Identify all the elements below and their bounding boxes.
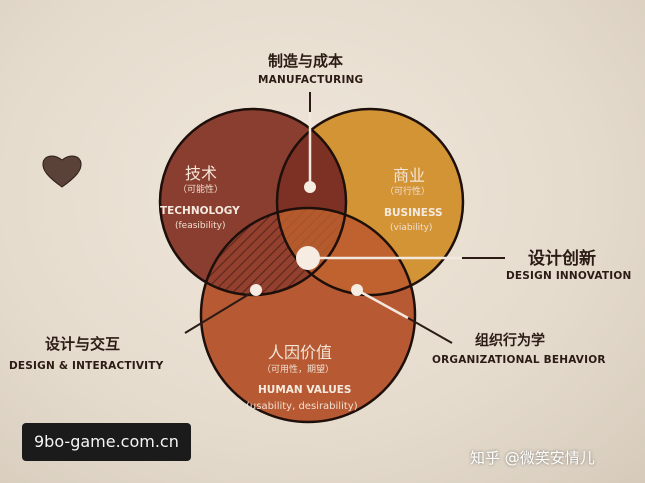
organizational-cn-label: 组织行为学 [475,333,545,349]
human-values-cn-label: 人因价值 [268,343,333,362]
manufacturing-cn-label: 制造与成本 [268,52,344,70]
business-human-overlap [277,208,415,295]
design-interactivity-en-label: DESIGN & INTERACTIVITY [9,360,164,372]
watermark-badge: 9bo-game.com.cn [22,423,191,461]
manufacturing-dot [304,181,316,193]
interactivity-connector [184,289,257,334]
technology-cn-label: 技术 [185,164,218,183]
interactivity-dot [250,284,262,296]
manufacturing-en-label: MANUFACTURING [258,74,364,86]
human-values-sub-label: （可用性，期望） [262,365,335,375]
organizational-connector-outside [407,317,453,344]
design-interactivity-cn-label: 设计与交互 [45,335,121,353]
author-credit: 知乎 @微笑安情儿 [470,449,595,467]
organizational-dot [351,284,363,296]
heart-icon [42,155,82,188]
technology-en-sub-label: (feasibility) [175,221,226,231]
innovation-dot [296,246,320,270]
organizational-en-label: ORGANIZATIONAL BEHAVIOR [432,354,606,366]
human-values-en-sub-label: (usability, desirability) [246,401,358,412]
business-en-label: BUSINESS [384,207,443,219]
design-innovation-en-label: DESIGN INNOVATION [506,270,632,282]
hatched-overlap [201,208,346,295]
business-cn-label: 商业 [393,166,426,185]
technology-sub-label: （可能性） [178,185,224,195]
human-values-outline [199,206,417,424]
business-outline [275,107,465,297]
design-innovation-cn-label: 设计创新 [528,249,596,269]
business-en-sub-label: (viability) [390,223,433,233]
technology-en-label: TECHNOLOGY [160,205,240,217]
business-sub-label: （可行性） [385,187,431,197]
human-values-en-label: HUMAN VALUES [258,384,352,396]
organizational-connector [356,288,409,320]
